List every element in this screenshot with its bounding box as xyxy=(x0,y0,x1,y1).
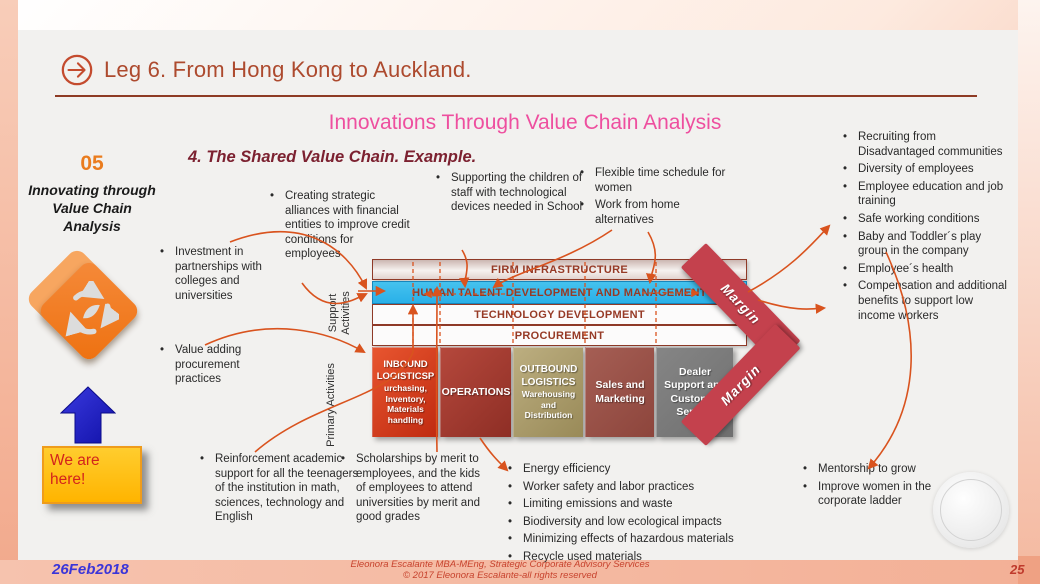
list-item: Mentorship to grow xyxy=(803,462,958,477)
note-flexible-time: Flexible time schedule for women Work fr… xyxy=(580,166,738,230)
list-item: Limiting emissions and waste xyxy=(508,497,773,512)
note-text: Employee´s health xyxy=(858,262,954,275)
list-item: Reinforcement academic support for all t… xyxy=(200,452,365,525)
support-bar-procurement: PROCUREMENT xyxy=(372,325,747,346)
box-title: Sales and Marketing xyxy=(595,379,645,405)
list-item: Improve women in the corporate ladder xyxy=(803,480,958,509)
arrow-circle-icon xyxy=(61,54,93,86)
support-activities-label: Support Activities xyxy=(327,291,352,335)
note-creating-alliances: Creating strategic alliances with financ… xyxy=(270,189,410,265)
watermark-seal xyxy=(933,472,1009,548)
box-subtitle: urchasing, Inventory, Materials handling xyxy=(384,383,427,425)
bar-label: FIRM INFRASTRUCTURE xyxy=(490,263,629,276)
note-text: Reinforcement academic support for all t… xyxy=(215,453,359,524)
footer-line2: © 2017 Eleonora Escalante-all rights res… xyxy=(403,570,597,582)
primary-box-inbound-logistics: INBOUND LOGISTICSP urchasing, Inventory,… xyxy=(372,347,438,437)
list-item: Work from home alternatives xyxy=(580,198,738,227)
list-item: Employee education and job training xyxy=(843,180,1011,209)
list-item: Biodiversity and low ecological impacts xyxy=(508,515,773,530)
list-item: Energy efficiency xyxy=(508,462,773,477)
primary-activities-label: Primary Activities xyxy=(325,363,337,447)
note-hr-list: Recruiting from Disadvantaged communitie… xyxy=(843,130,1011,326)
list-item: Recruiting from Disadvantaged communitie… xyxy=(843,130,1011,159)
list-item: Minimizing effects of hazardous material… xyxy=(508,532,773,547)
note-text: Mentorship to grow xyxy=(818,463,916,475)
note-operations-list: Energy efficiency Worker safety and labo… xyxy=(508,462,773,568)
slide-date: 26Feb2018 xyxy=(52,561,129,578)
section-subtitle: 4. The Shared Value Chain. Example. xyxy=(188,148,477,166)
list-item: Recycle used materials xyxy=(508,550,773,565)
support-bar-technology: TECHNOLOGY DEVELOPMENT xyxy=(372,304,747,325)
note-text: Biodiversity and low ecological impacts xyxy=(523,515,722,528)
note-text: Improve women in the corporate ladder xyxy=(818,480,932,508)
page-title: Leg 6. From Hong Kong to Auckland. xyxy=(104,57,472,82)
note-text: Supporting the children of staff with te… xyxy=(451,172,583,214)
list-item: Employee´s health xyxy=(843,262,1011,277)
box-title: OUTBOUND LOGISTICS xyxy=(519,364,578,388)
page-number: 25 xyxy=(1010,562,1025,577)
note-scholarships: Scholarships by merit to employees, and … xyxy=(341,452,481,528)
note-text: Minimizing effects of hazardous material… xyxy=(523,533,734,546)
list-item: Creating strategic alliances with financ… xyxy=(270,189,410,262)
box-title: OPERATIONS xyxy=(441,385,511,398)
list-item: Scholarships by merit to employees, and … xyxy=(341,452,481,525)
footer-credits: Eleonora Escalante MBA-MEng, Strategic C… xyxy=(300,559,700,581)
note-reinforcement: Reinforcement academic support for all t… xyxy=(200,452,365,528)
note-text: Compensation and additional benefits to … xyxy=(858,280,1007,322)
list-item: Baby and Toddler´s play group in the com… xyxy=(843,230,1011,259)
note-text: Work from home alternatives xyxy=(595,199,680,226)
note-text: Worker safety and labor practices xyxy=(523,480,695,493)
primary-box-operations: OPERATIONS xyxy=(440,347,511,437)
primary-box-outbound-logistics: OUTBOUND LOGISTICS Warehousing and Distr… xyxy=(513,347,583,437)
bar-label: TECHNOLOGY DEVELOPMENT xyxy=(474,308,645,321)
note-text: Recruiting from Disadvantaged communitie… xyxy=(858,131,1003,158)
note-text: Scholarships by merit to employees, and … xyxy=(356,453,481,524)
left-panel-label: Innovating through Value Chain Analysis xyxy=(28,182,156,235)
box-subtitle: Warehousing and Distribution xyxy=(521,389,576,421)
list-item: Worker safety and labor practices xyxy=(508,480,773,495)
note-text: Recycle used materials xyxy=(523,550,642,563)
list-item: Safe working conditions xyxy=(843,212,1011,227)
note-text: Energy efficiency xyxy=(523,463,611,475)
note-text: Creating strategic alliances with financ… xyxy=(285,190,410,261)
section-title: Innovations Through Value Chain Analysis xyxy=(328,111,722,134)
note-supporting-children: Supporting the children of staff with te… xyxy=(436,171,586,218)
note-text: Value adding procurement practices xyxy=(175,344,242,386)
footer-line1: Eleonora Escalante MBA-MEng, Strategic C… xyxy=(350,559,650,570)
list-item: Flexible time schedule for women xyxy=(580,166,738,195)
note-value-adding: Value adding procurement practices xyxy=(160,343,280,390)
bar-label: PROCUREMENT xyxy=(514,329,605,342)
note-text: Diversity of employees xyxy=(858,163,974,176)
corner-accent xyxy=(1018,556,1040,584)
list-item: Supporting the children of staff with te… xyxy=(436,171,586,215)
support-bar-human-talent: HUMAN TALENT DEVELOPMENT AND MANAGEMENT xyxy=(372,281,747,304)
note-text: Safe working conditions xyxy=(858,212,980,225)
list-item: Value adding procurement practices xyxy=(160,343,280,387)
up-arrow-icon xyxy=(60,386,116,444)
note-text: Limiting emissions and waste xyxy=(523,498,673,511)
list-item: Diversity of employees xyxy=(843,162,1011,177)
title-underline xyxy=(55,95,977,97)
right-edge-band xyxy=(1018,0,1040,584)
primary-box-sales-marketing: Sales and Marketing xyxy=(585,347,654,437)
we-are-here-callout: We are here! xyxy=(42,446,142,504)
leg-number: 05 xyxy=(80,152,104,175)
bar-label: HUMAN TALENT DEVELOPMENT AND MANAGEMENT xyxy=(412,286,707,299)
note-text: Employee education and job training xyxy=(858,180,1004,208)
innovation-diamond-icon xyxy=(36,258,142,364)
note-text: Flexible time schedule for women xyxy=(595,167,726,194)
note-text: Baby and Toddler´s play group in the com… xyxy=(858,230,982,258)
left-edge-band xyxy=(0,0,18,584)
recycle-arrows-icon xyxy=(65,281,119,337)
box-title: INBOUND LOGISTICSP xyxy=(376,359,435,383)
list-item: Compensation and additional benefits to … xyxy=(843,279,1011,323)
